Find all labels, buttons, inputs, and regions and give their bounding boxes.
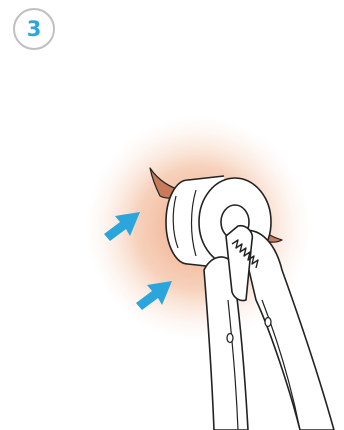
locking-pliers-icon [204, 226, 334, 430]
